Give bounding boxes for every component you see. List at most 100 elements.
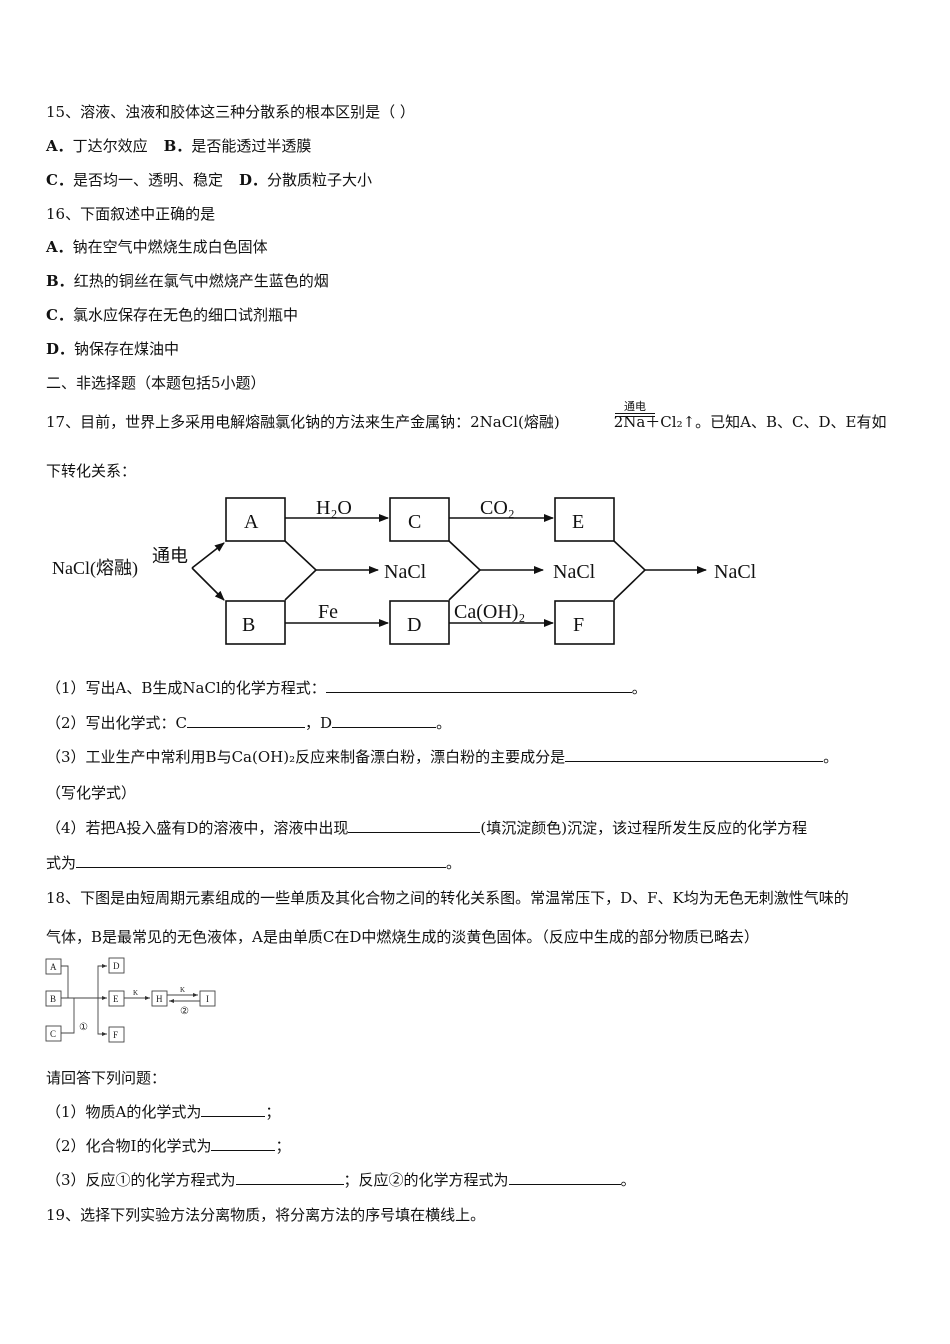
- q16-option-d-line: D．钠保存在煤油中: [46, 339, 179, 359]
- q18-part3-blank-2[interactable]: [508, 1170, 621, 1185]
- q15-stem: 15、溶液、浊液和胶体这三种分散系的根本区别是（ ）: [46, 103, 415, 121]
- q18-label-h: H: [156, 994, 163, 1004]
- q17-label-f: F: [573, 614, 584, 636]
- q18-label-e: E: [113, 994, 119, 1004]
- q17-stem-line1: 17、目前，世界上多采用电解熔融氯化钠的方法来生产金属钠：2NaCl(熔融) 2N…: [46, 412, 886, 432]
- q17-part3-text: （3）工业生产中常利用B与Ca(OH)₂反应来制备漂白粉，漂白粉的主要成分是: [46, 748, 566, 766]
- q17-part4: （4）若把A投入盛有D的溶液中，溶液中出现(填沉淀颜色)沉淀，该过程所发生反应的…: [46, 818, 807, 838]
- q16-option-c-line: C．氯水应保存在无色的细口试剂瓶中: [46, 305, 298, 325]
- q18-link-a: [61, 965, 69, 998]
- q18-box-a: [45, 958, 62, 975]
- q18-part1-blank[interactable]: [201, 1102, 266, 1117]
- q17-stem-a: 17、目前，世界上多采用电解熔融氯化钠的方法来生产金属钠：2NaCl(熔融): [46, 413, 560, 431]
- q17-part2: （2）写出化学式：C，D。: [46, 713, 451, 733]
- q17-part4-end: 。: [446, 854, 462, 872]
- q16-option-a-line: A．钠在空气中燃烧生成白色固体: [46, 237, 268, 257]
- q18-part2: （2）化合物I的化学式为；: [46, 1136, 291, 1156]
- q16-option-d-key: D．: [46, 340, 75, 358]
- q18-part3-end: 。: [620, 1171, 636, 1189]
- q18-part2-blank[interactable]: [211, 1136, 276, 1151]
- q17-reagent-caoh2: Ca(OH)₂: [454, 601, 525, 623]
- q17-part2-blank-d[interactable]: [332, 713, 437, 728]
- q15-option-a: 丁达尔效应: [72, 137, 148, 155]
- q18-box-e: [108, 990, 125, 1007]
- q18-box-f: [108, 1026, 125, 1043]
- q17-part1-text: （1）写出A、B生成NaCl的化学方程式：: [46, 679, 326, 697]
- q17-stem-c: 下转化关系：: [46, 462, 137, 480]
- q18-stem-line2: 气体，B是最常见的无色液体，A是由单质C在D中燃烧生成的淡黄色固体。（反应中生成…: [46, 928, 759, 946]
- q17-part4-text: （4）若把A投入盛有D的溶液中，溶液中出现: [46, 819, 349, 837]
- q15-option-d-key: D．: [238, 171, 267, 189]
- q16-option-b-key: B．: [46, 272, 74, 290]
- q16-option-b: 红热的铜丝在氯气中燃烧产生蓝色的烟: [73, 272, 329, 290]
- q17-part2-end: 。: [436, 714, 452, 732]
- q18-mark-1: ①: [79, 1022, 88, 1033]
- q17-part3: （3）工业生产中常利用B与Ca(OH)₂反应来制备漂白粉，漂白粉的主要成分是。: [46, 747, 838, 767]
- q17-product-nacl-2: NaCl: [553, 561, 596, 583]
- q17-box-b: [225, 600, 286, 645]
- q18-part1-end: ；: [265, 1103, 281, 1121]
- q18-box-h: [151, 990, 168, 1007]
- q17-box-a: [225, 497, 286, 542]
- q18-label-k1: K: [133, 989, 138, 997]
- q17-product-nacl-1: NaCl: [384, 561, 427, 583]
- q17-part3-note: （写化学式）: [46, 784, 137, 802]
- q18-label-d: D: [113, 961, 120, 971]
- q18-box-d: [108, 957, 125, 974]
- q17-reagent-h2o: H₂O: [316, 497, 352, 519]
- q17-part4-blank-color[interactable]: [348, 818, 481, 833]
- section2-title: 二、非选择题（本题包括5小题）: [46, 374, 266, 392]
- q17-label-d: D: [407, 614, 421, 636]
- q18-mark-2: ②: [180, 1006, 189, 1017]
- q17-part1-blank[interactable]: [325, 678, 632, 693]
- q19-stem: 19、选择下列实验方法分离物质，将分离方法的序号填在横线上。: [46, 1206, 486, 1224]
- q16-stem: 16、下面叙述中正确的是: [46, 205, 216, 223]
- q18-part2-end: ；: [275, 1137, 291, 1155]
- q17-reagent-co2: CO₂: [480, 497, 515, 519]
- q17-box-c: [389, 497, 450, 542]
- q18-link-c: [61, 998, 75, 1034]
- q15-option-d: 分散质粒子大小: [266, 171, 372, 189]
- q17-stem-b: 2Na＋Cl₂↑。已知A、B、C、D、E有如: [613, 413, 887, 431]
- q16-option-c-key: C．: [46, 306, 73, 324]
- q18-label-f: F: [113, 1030, 118, 1040]
- q18-stem-line1: 18、下图是由短周期元素组成的一些单质及其化合物之间的转化关系图。常温常压下，D…: [46, 889, 849, 907]
- q15-option-a-key: A．: [46, 137, 73, 155]
- q17-merge-cd: [448, 540, 482, 601]
- q18-label-a: A: [50, 962, 57, 972]
- q18-part3-text-2: ；反应②的化学方程式为: [343, 1171, 509, 1189]
- q18-box-b: [45, 990, 62, 1007]
- q18-diagram: A B C D E F H I K K ① ②: [45, 957, 216, 1043]
- q15-option-b-key: B．: [163, 137, 192, 155]
- q17-part3-blank[interactable]: [565, 747, 824, 762]
- q18-part3-blank-1[interactable]: [235, 1170, 344, 1185]
- q18-label-b: B: [50, 994, 56, 1004]
- q18-part1: （1）物质A的化学式为；: [46, 1102, 280, 1122]
- q18-ask: 请回答下列问题：: [46, 1069, 167, 1087]
- q17-part2-text-c: （2）写出化学式：C: [46, 714, 188, 732]
- q17-merge-ef: [613, 540, 647, 601]
- q17-part2-blank-c[interactable]: [187, 713, 306, 728]
- q16-option-c: 氯水应保存在无色的细口试剂瓶中: [72, 306, 298, 324]
- q18-arrow-to-f: [97, 998, 107, 1036]
- q17-box-e: [554, 497, 615, 542]
- q17-eq-bar-top: [615, 413, 655, 414]
- q16-option-d: 钠保存在煤油中: [74, 340, 180, 358]
- q17-label-c: C: [408, 511, 421, 533]
- q17-eq-bar-bottom: [615, 416, 655, 417]
- q18-part3: （3）反应①的化学方程式为 ；反应②的化学方程式为 。: [46, 1170, 636, 1190]
- q17-product-nacl-3: NaCl: [714, 561, 757, 583]
- q18-part3-text-1: （3）反应①的化学方程式为: [46, 1171, 236, 1189]
- q17-reagent-fe: Fe: [318, 601, 338, 623]
- q17-merge-ab: [284, 540, 318, 601]
- q18-arrow-to-d: [97, 964, 107, 998]
- q17-label-b: B: [242, 614, 255, 636]
- q18-label-c: C: [50, 1029, 56, 1039]
- q17-part1-end: 。: [631, 679, 647, 697]
- q17-part4-text-c: 式为: [46, 854, 77, 872]
- q17-label-e: E: [572, 511, 584, 533]
- q17-part4-blank-eq[interactable]: [76, 853, 447, 868]
- q17-arrow-to-b: [191, 567, 225, 601]
